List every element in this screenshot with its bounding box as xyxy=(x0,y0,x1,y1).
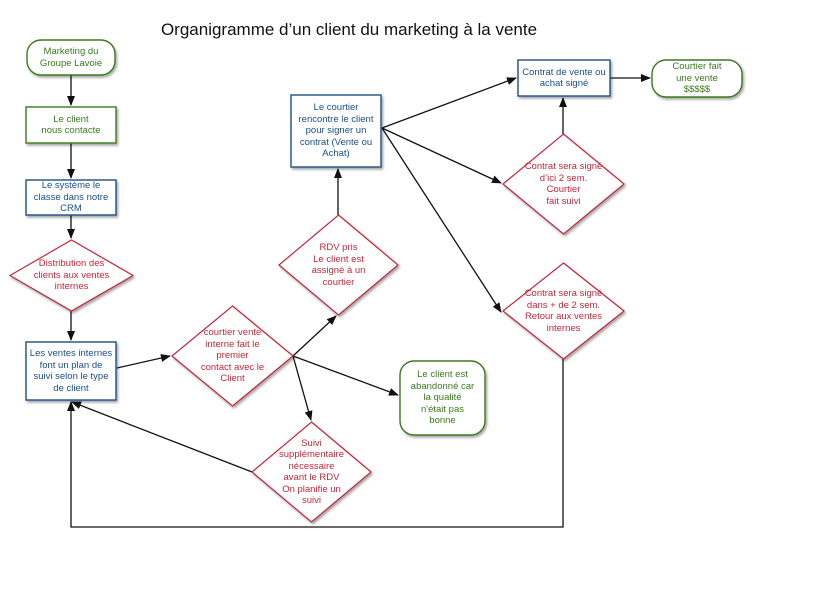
node-label-rdv: RDV pris Le client est assigné à un cour… xyxy=(311,242,366,288)
edge-plan-to-first_contact xyxy=(116,354,171,369)
node-start-terminal xyxy=(26,39,116,76)
edge-first_contact-to-abandon xyxy=(292,355,399,396)
node-label-two_weeks: Contrat sera signé d’ici 2 sem. Courtier… xyxy=(524,161,603,207)
node-distribution-decision xyxy=(8,239,135,312)
node-label-followup: Suivi supplémentaire nécessaire avant le… xyxy=(279,437,344,507)
edge-first_contact-to-rdv xyxy=(292,315,337,357)
node-plan-process xyxy=(25,341,117,401)
node-label-more_weeks: Contrat sera signé dans + de 2 sem. Reto… xyxy=(524,288,603,334)
node-rdv-decision xyxy=(278,214,399,316)
node-first_contact-decision xyxy=(171,305,294,407)
edge-meeting-to-signed xyxy=(381,77,517,129)
node-label-signed: Contrat de vente ou achat signé xyxy=(522,66,606,90)
node-two_weeks-decision xyxy=(502,133,625,235)
node-abandon-terminal xyxy=(399,360,486,436)
edge-followup-to-plan xyxy=(71,401,253,473)
node-label-first_contact: courtier vente interne fait le premier c… xyxy=(200,327,265,385)
node-meeting-process xyxy=(290,94,382,168)
diagram-title: Organigramme d’un client du marketing à … xyxy=(160,20,538,39)
edge-more_weeks-to-plan xyxy=(67,359,564,528)
node-label-abandon: Le client est abandonné car la qualité n… xyxy=(410,369,475,427)
node-sale-terminal xyxy=(651,59,743,98)
node-label-crm: Le système le classe dans notre CRM xyxy=(33,180,109,215)
node-label-contact: Le client nous contacte xyxy=(41,113,101,137)
node-label-meeting: Le courtier rencontre le client pour sig… xyxy=(298,102,374,160)
node-label-sale: Courtier fait une vente $$$$$ xyxy=(672,61,722,96)
node-label-start: Marketing du Groupe Lavoie xyxy=(39,46,103,69)
node-label-distribution: Distribution des clients aux ventes inte… xyxy=(33,258,110,293)
node-more_weeks-decision xyxy=(502,262,625,360)
edge-first_contact-to-followup xyxy=(292,355,313,421)
node-followup-decision xyxy=(251,421,372,523)
edge-meeting-to-two_weeks xyxy=(381,127,502,184)
edge-meeting-to-more_weeks xyxy=(381,127,502,313)
node-signed-process xyxy=(517,59,611,97)
node-crm-process xyxy=(25,179,117,216)
node-contact-process xyxy=(25,106,117,144)
node-label-plan: Les ventes internes font un plan de suiv… xyxy=(29,348,113,394)
